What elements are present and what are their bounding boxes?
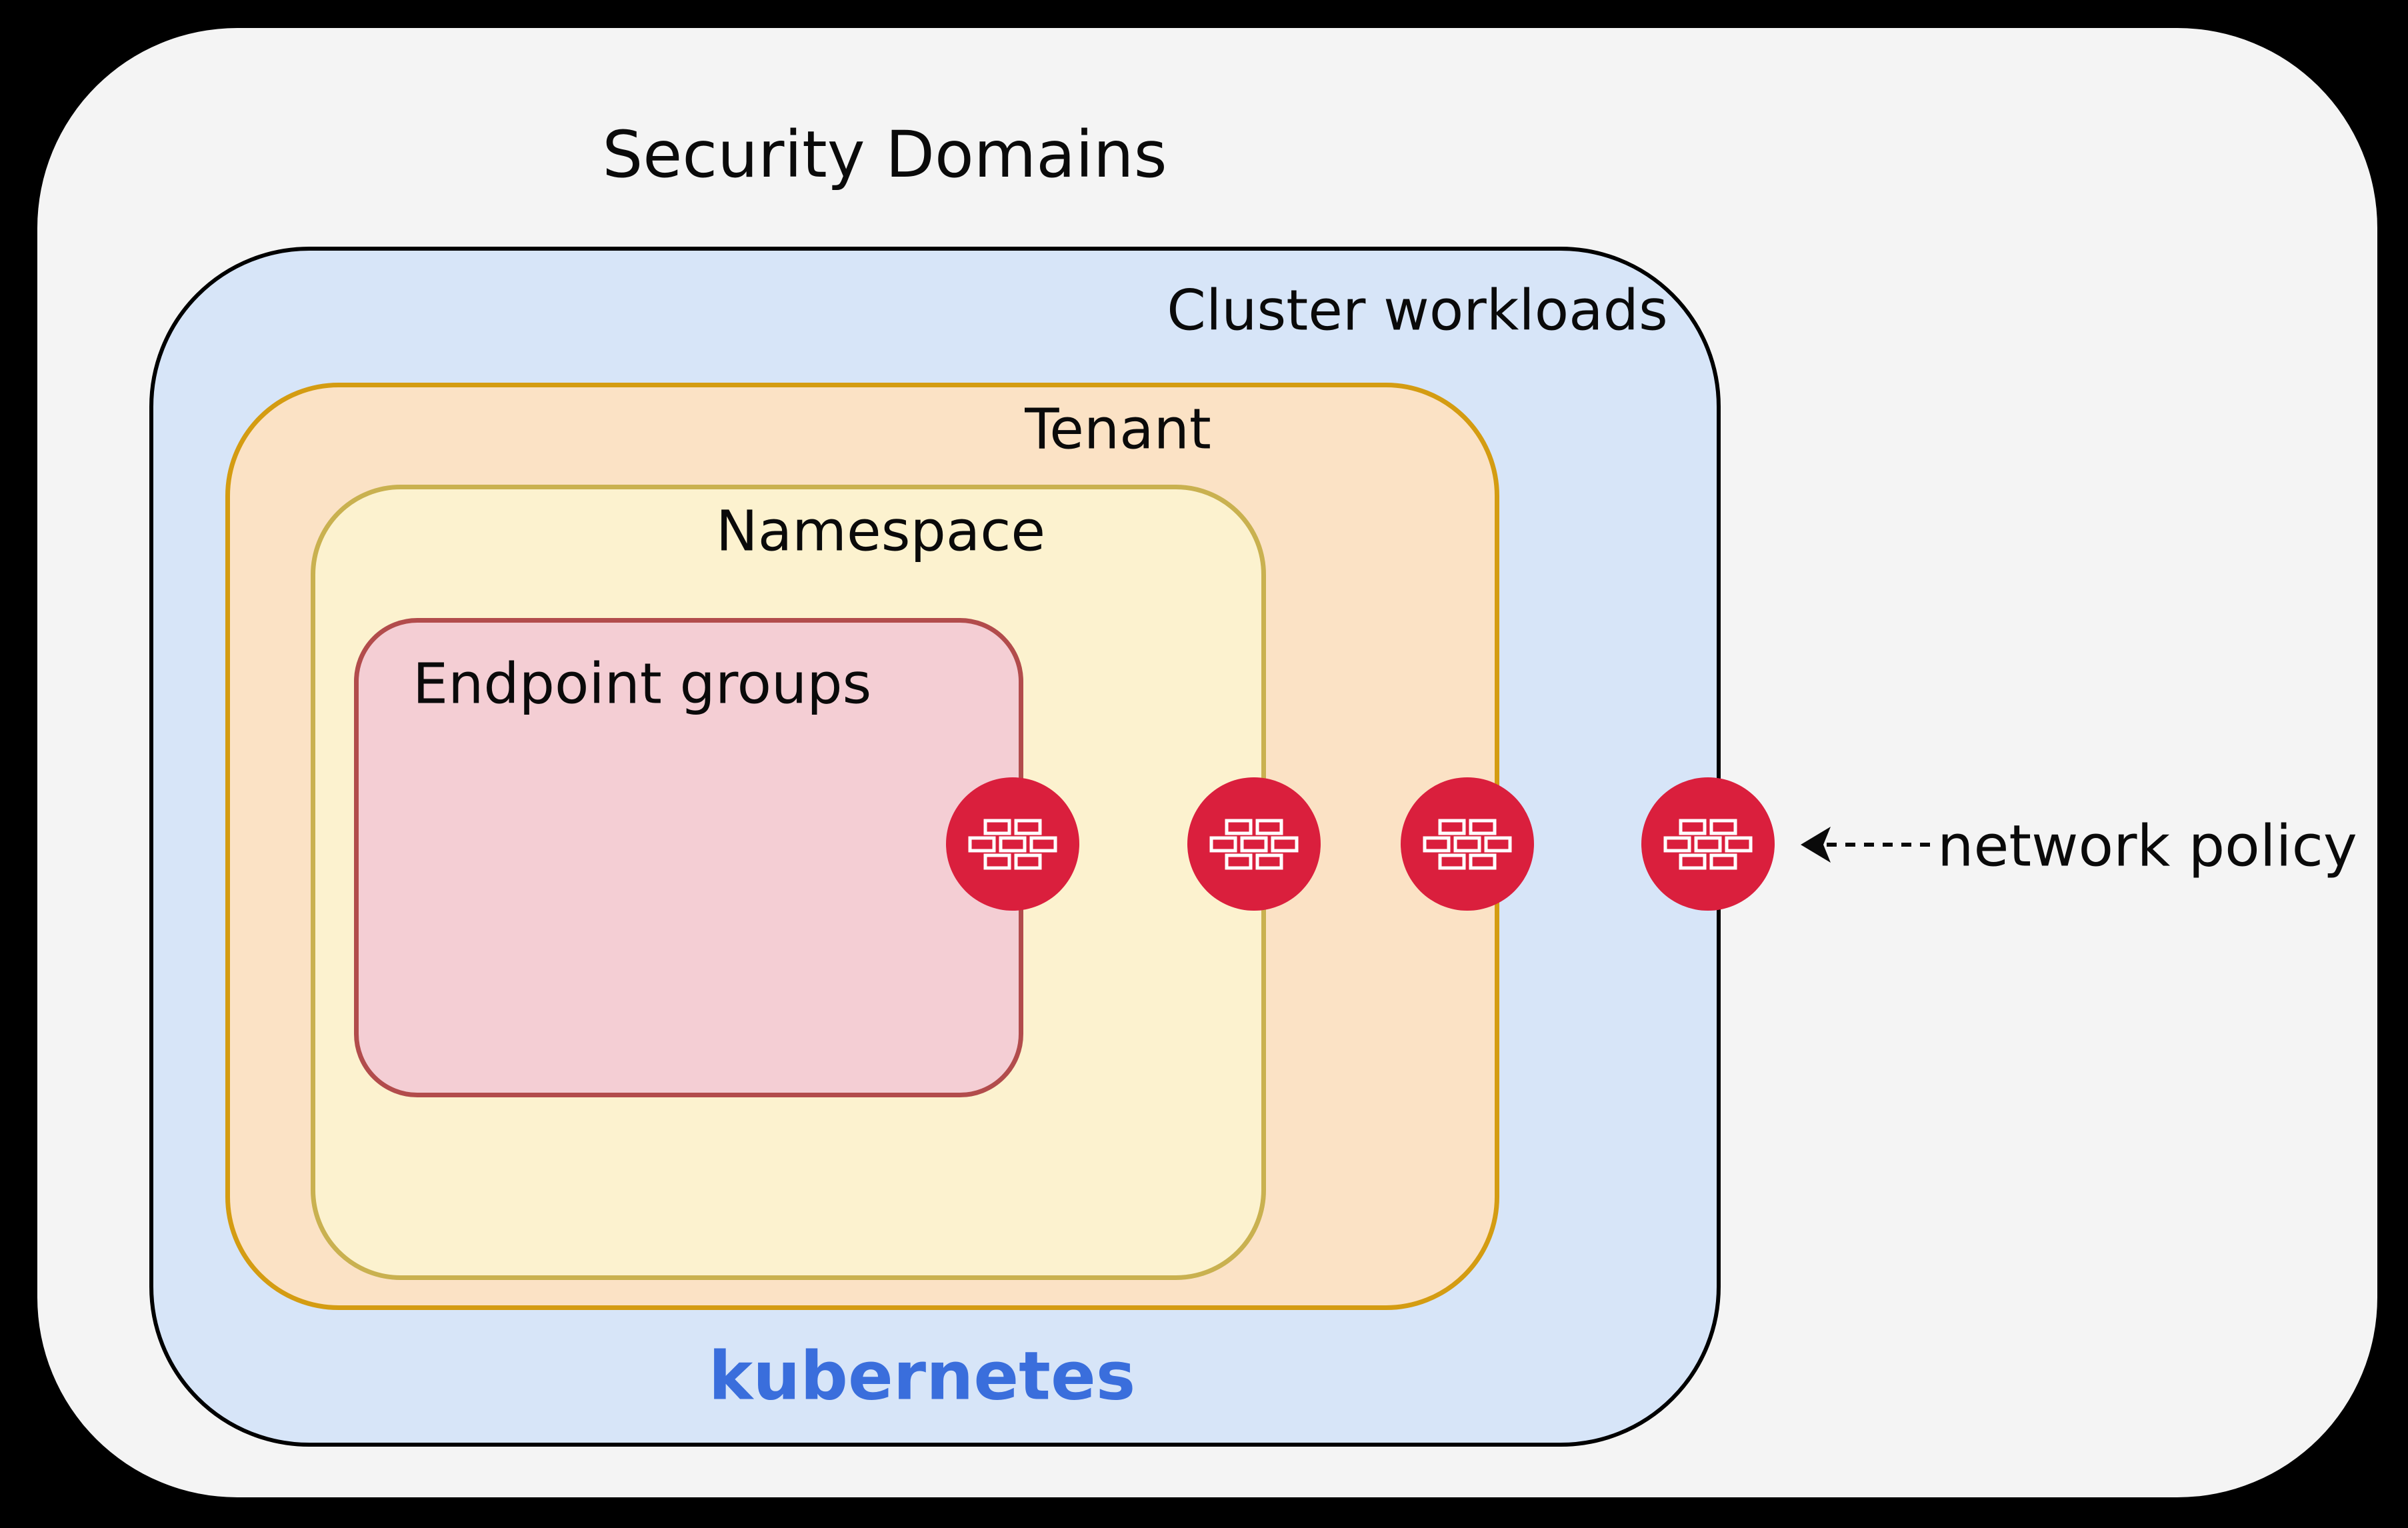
firewall-brick-icon <box>1663 819 1753 869</box>
diagram-panel: Security Domains Cluster workloads Tenan… <box>37 28 2377 1497</box>
network-policy-label: network policy <box>1937 813 2357 880</box>
firewall-brick-icon <box>1423 819 1512 869</box>
network-policy-arrow-icon <box>1801 827 1937 863</box>
firewall-node-cluster-boundary <box>1641 777 1775 911</box>
firewall-brick-icon <box>1209 819 1299 869</box>
firewall-node-tenant-boundary <box>1401 777 1534 911</box>
firewall-node-namespace-boundary <box>1187 777 1321 911</box>
cluster-workloads-label: Cluster workloads <box>1167 277 1668 343</box>
firewall-brick-icon <box>968 819 1057 869</box>
endpoint-groups-label: Endpoint groups <box>413 651 872 717</box>
tenant-label: Tenant <box>1025 396 1211 462</box>
kubernetes-wordmark: kubernetes <box>708 1337 1136 1415</box>
firewall-node-endpoint-boundary <box>946 777 1079 911</box>
domain-box-endpoint-groups <box>354 618 1023 1097</box>
page-title: Security Domains <box>602 117 1167 192</box>
namespace-label: Namespace <box>715 498 1046 564</box>
